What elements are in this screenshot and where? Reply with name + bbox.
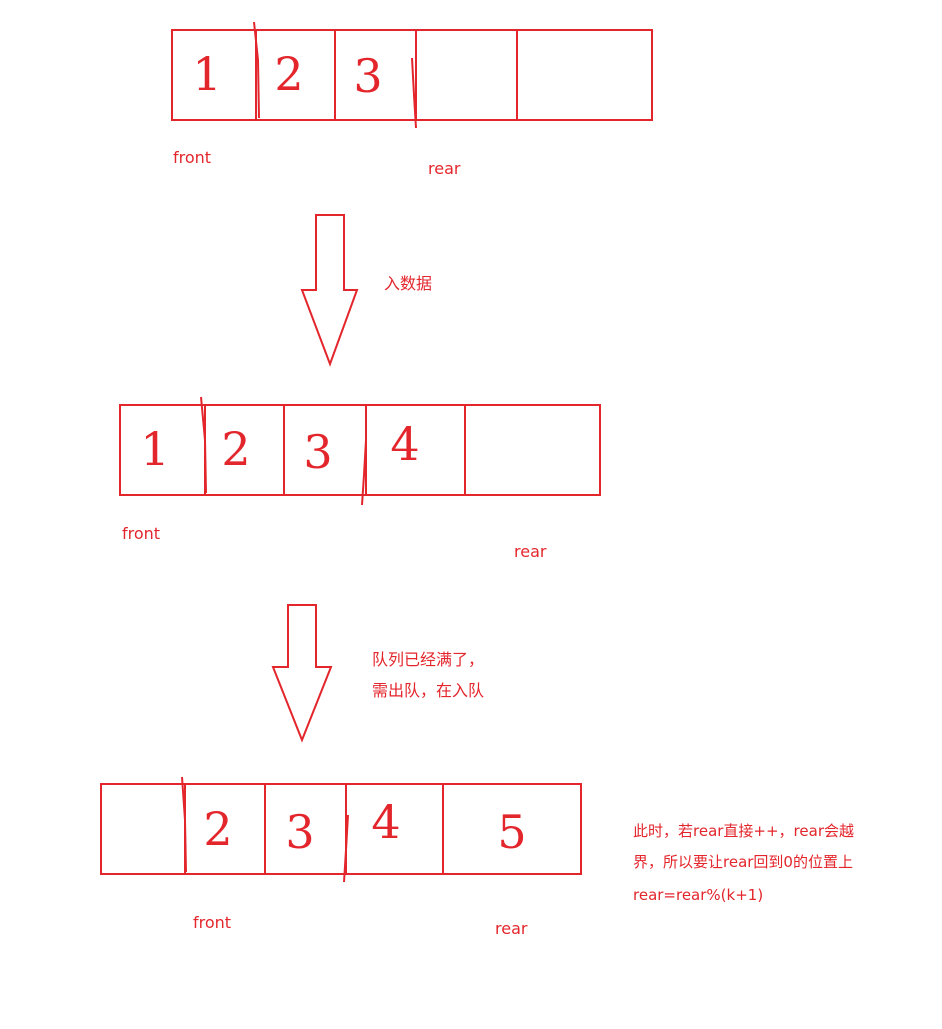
queue-3-rear-pointer	[343, 814, 349, 883]
note-line-3: rear=rear%(k+1)	[633, 886, 764, 904]
queue-1-cell-3-value: 3	[353, 49, 382, 103]
queue-2-cell-1-value: 1	[140, 422, 169, 476]
queue-1	[171, 21, 653, 129]
queue-1-digits: 1 2 3	[192, 47, 382, 103]
queue-2-cell-2-value: 2	[221, 422, 250, 476]
queue-2-rear-label: rear	[514, 542, 547, 561]
queue-1-front-pointer	[253, 21, 260, 119]
queue-2-front-pointer	[200, 396, 207, 494]
arrow-2-shape	[271, 604, 333, 743]
queue-2-cell-4-value: 4	[390, 417, 419, 471]
arrow-2	[271, 604, 333, 743]
queue-1-rear-label: rear	[428, 159, 461, 178]
queue-3-cell-4-value: 4	[371, 795, 400, 849]
queue-3	[100, 776, 582, 883]
arrow-1-shape	[300, 214, 359, 367]
queue-3-cell-2-value: 2	[203, 802, 232, 856]
arrow-1	[300, 214, 359, 367]
note-line-1: 此时，若rear直接++，rear会越	[633, 822, 854, 840]
queue-1-cell-1-value: 1	[192, 47, 221, 101]
queue-3-digits: 2 3 4 5	[203, 795, 526, 859]
arrow-1-label: 入数据	[384, 274, 433, 293]
queue-3-outline	[100, 783, 582, 875]
queue-1-front-label: front	[173, 148, 212, 167]
queue-3-front-label: front	[193, 913, 232, 932]
queue-2-outline	[119, 404, 601, 496]
arrow-2-label-line-2: 需出队，在入队	[372, 681, 485, 700]
note-line-2: 界，所以要让rear回到0的位置上	[633, 853, 853, 871]
queue-3-rear-label: rear	[495, 919, 528, 938]
arrow-2-label-line-1: 队列已经满了，	[372, 650, 485, 669]
queue-3-front-pointer	[181, 776, 187, 873]
queue-2-rear-pointer	[361, 439, 367, 506]
queue-2-cell-3-value: 3	[303, 425, 332, 479]
queue-1-rear-pointer	[411, 57, 417, 129]
queue-3-cell-5-value: 5	[497, 805, 526, 859]
queue-1-cell-2-value: 2	[274, 47, 303, 101]
queue-1-outline	[171, 29, 653, 121]
queue-2	[119, 396, 601, 506]
queue-2-front-label: front	[122, 524, 161, 543]
queue-2-digits: 1 2 3 4	[140, 417, 419, 479]
queue-3-cell-3-value: 3	[285, 805, 314, 859]
